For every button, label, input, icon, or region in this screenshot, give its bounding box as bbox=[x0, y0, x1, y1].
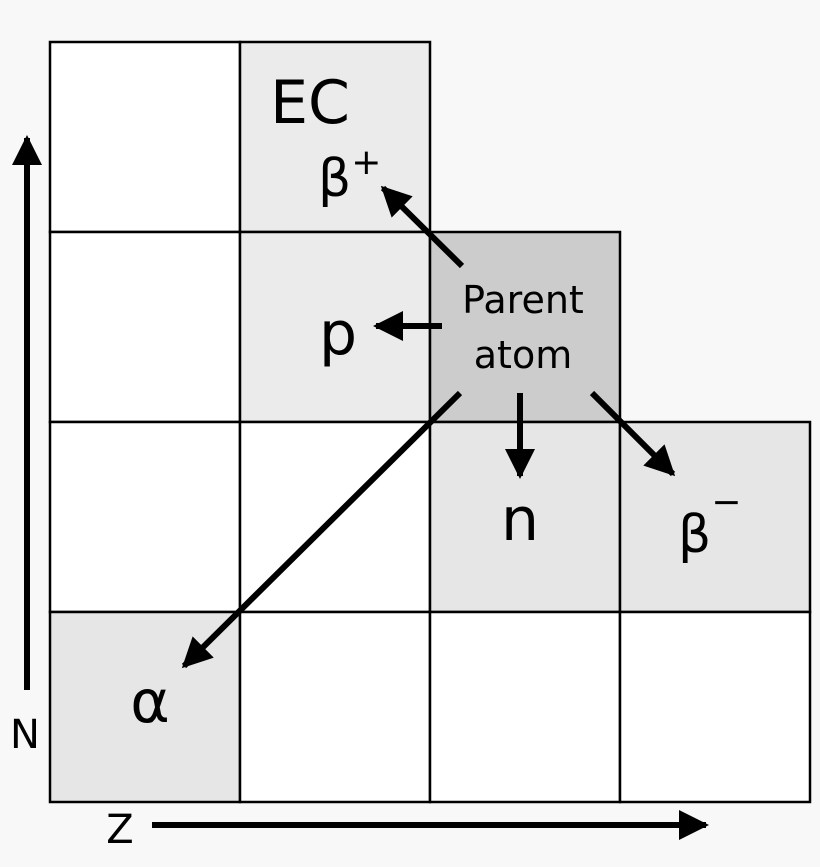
label-parent-line2: atom bbox=[474, 333, 572, 377]
cell-empty bbox=[428, 610, 622, 804]
label-alpha: α bbox=[130, 667, 170, 737]
arrow-beta-minus bbox=[589, 390, 676, 477]
label-beta-plus: β+ bbox=[318, 142, 381, 209]
arrow-ec bbox=[380, 185, 465, 269]
label-parent-line1: Parent bbox=[462, 278, 584, 322]
label-proton: p bbox=[319, 299, 357, 369]
label-neutron: n bbox=[501, 485, 539, 555]
cell-empty bbox=[618, 610, 812, 804]
cell-empty bbox=[48, 420, 242, 614]
cell-empty bbox=[238, 610, 432, 804]
axis-label-z: Z bbox=[106, 807, 133, 853]
cell-empty bbox=[48, 230, 242, 424]
label-beta-minus: β− bbox=[678, 482, 741, 565]
cell-empty bbox=[48, 40, 242, 234]
label-ec: EC bbox=[270, 68, 350, 138]
axis-label-n: N bbox=[10, 712, 40, 758]
arrow-alpha bbox=[181, 390, 463, 669]
